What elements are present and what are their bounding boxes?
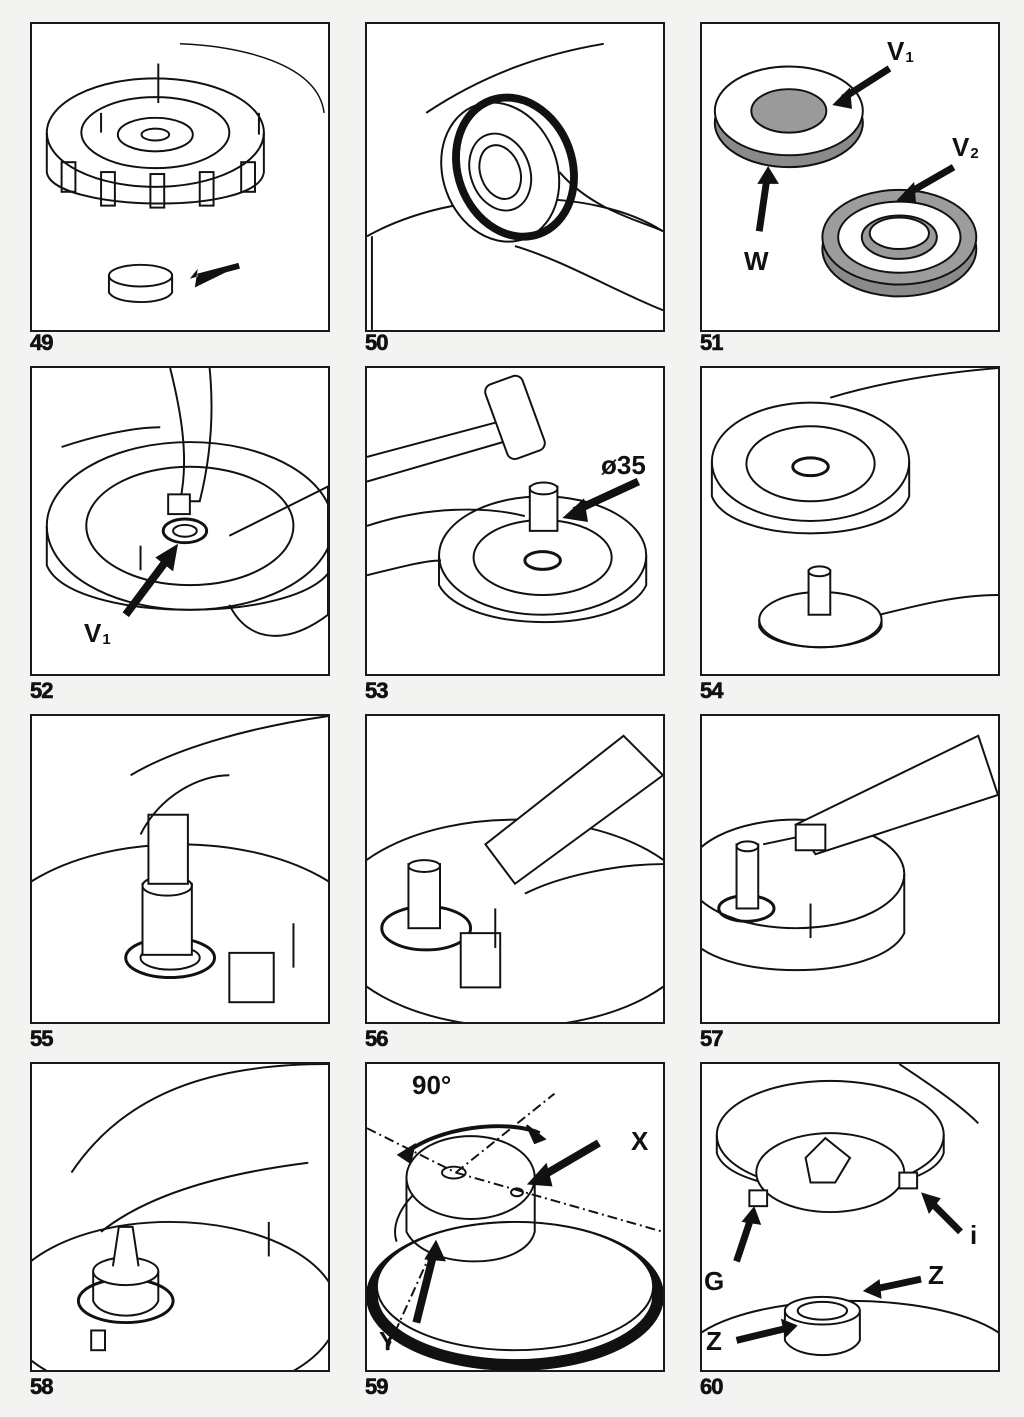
figure-54-panel [700, 366, 1000, 676]
figure-53-panel: ø35 [365, 366, 665, 676]
figure-55-panel [30, 714, 330, 1024]
figure-56-illustration [367, 734, 663, 1022]
figure-54-illustration [710, 368, 998, 649]
figure-56-panel [365, 714, 665, 1024]
label-g: G [704, 1266, 725, 1296]
figure-60-number: 60 [700, 1374, 724, 1400]
label-w: W [744, 246, 769, 276]
label-v1-fig52: V1 [84, 618, 111, 648]
figure-53-illustration [367, 374, 648, 623]
figure-50-illustration [367, 42, 663, 330]
figure-51-illustration [713, 65, 978, 298]
figure-53-number: 53 [365, 678, 389, 704]
figure-59-illustration [367, 1092, 663, 1370]
figure-54-number: 54 [700, 678, 724, 704]
figure-57-panel [700, 714, 1000, 1024]
figure-49-panel [30, 22, 330, 332]
figure-58-panel [30, 1062, 330, 1372]
figure-58-number: 58 [30, 1374, 54, 1400]
figure-56-number: 56 [365, 1026, 389, 1052]
figure-50-panel [365, 22, 665, 332]
label-i: i [970, 1220, 978, 1250]
figure-52-illustration [45, 368, 328, 637]
label-z-right: Z [928, 1260, 944, 1290]
figure-55-illustration [32, 716, 328, 1004]
figure-52-panel: V1 [30, 366, 330, 676]
label-diameter-35: ø35 [601, 450, 646, 480]
figure-59-number: 59 [365, 1374, 389, 1400]
figure-58-illustration [32, 1064, 328, 1370]
figure-51-panel: V1 V2 W [700, 22, 1000, 332]
figure-57-number: 57 [700, 1026, 724, 1052]
label-90-degrees: 90° [412, 1070, 452, 1100]
figure-59-panel: 90° X Y [365, 1062, 665, 1372]
figure-57-illustration [702, 734, 998, 971]
label-y: Y [379, 1326, 397, 1356]
figure-49-number: 49 [30, 330, 54, 356]
figure-60-panel: i G Z Z [700, 1062, 1000, 1372]
label-v1: V1 [887, 36, 914, 66]
label-z-left: Z [706, 1326, 722, 1356]
label-v2: V2 [952, 132, 979, 162]
figure-50-number: 50 [365, 330, 389, 356]
figure-51-number: 51 [700, 330, 724, 356]
figure-49-illustration [45, 43, 325, 303]
figure-60-illustration [702, 1064, 998, 1357]
label-x: X [631, 1126, 649, 1156]
figure-52-number: 52 [30, 678, 54, 704]
figure-55-number: 55 [30, 1026, 54, 1052]
